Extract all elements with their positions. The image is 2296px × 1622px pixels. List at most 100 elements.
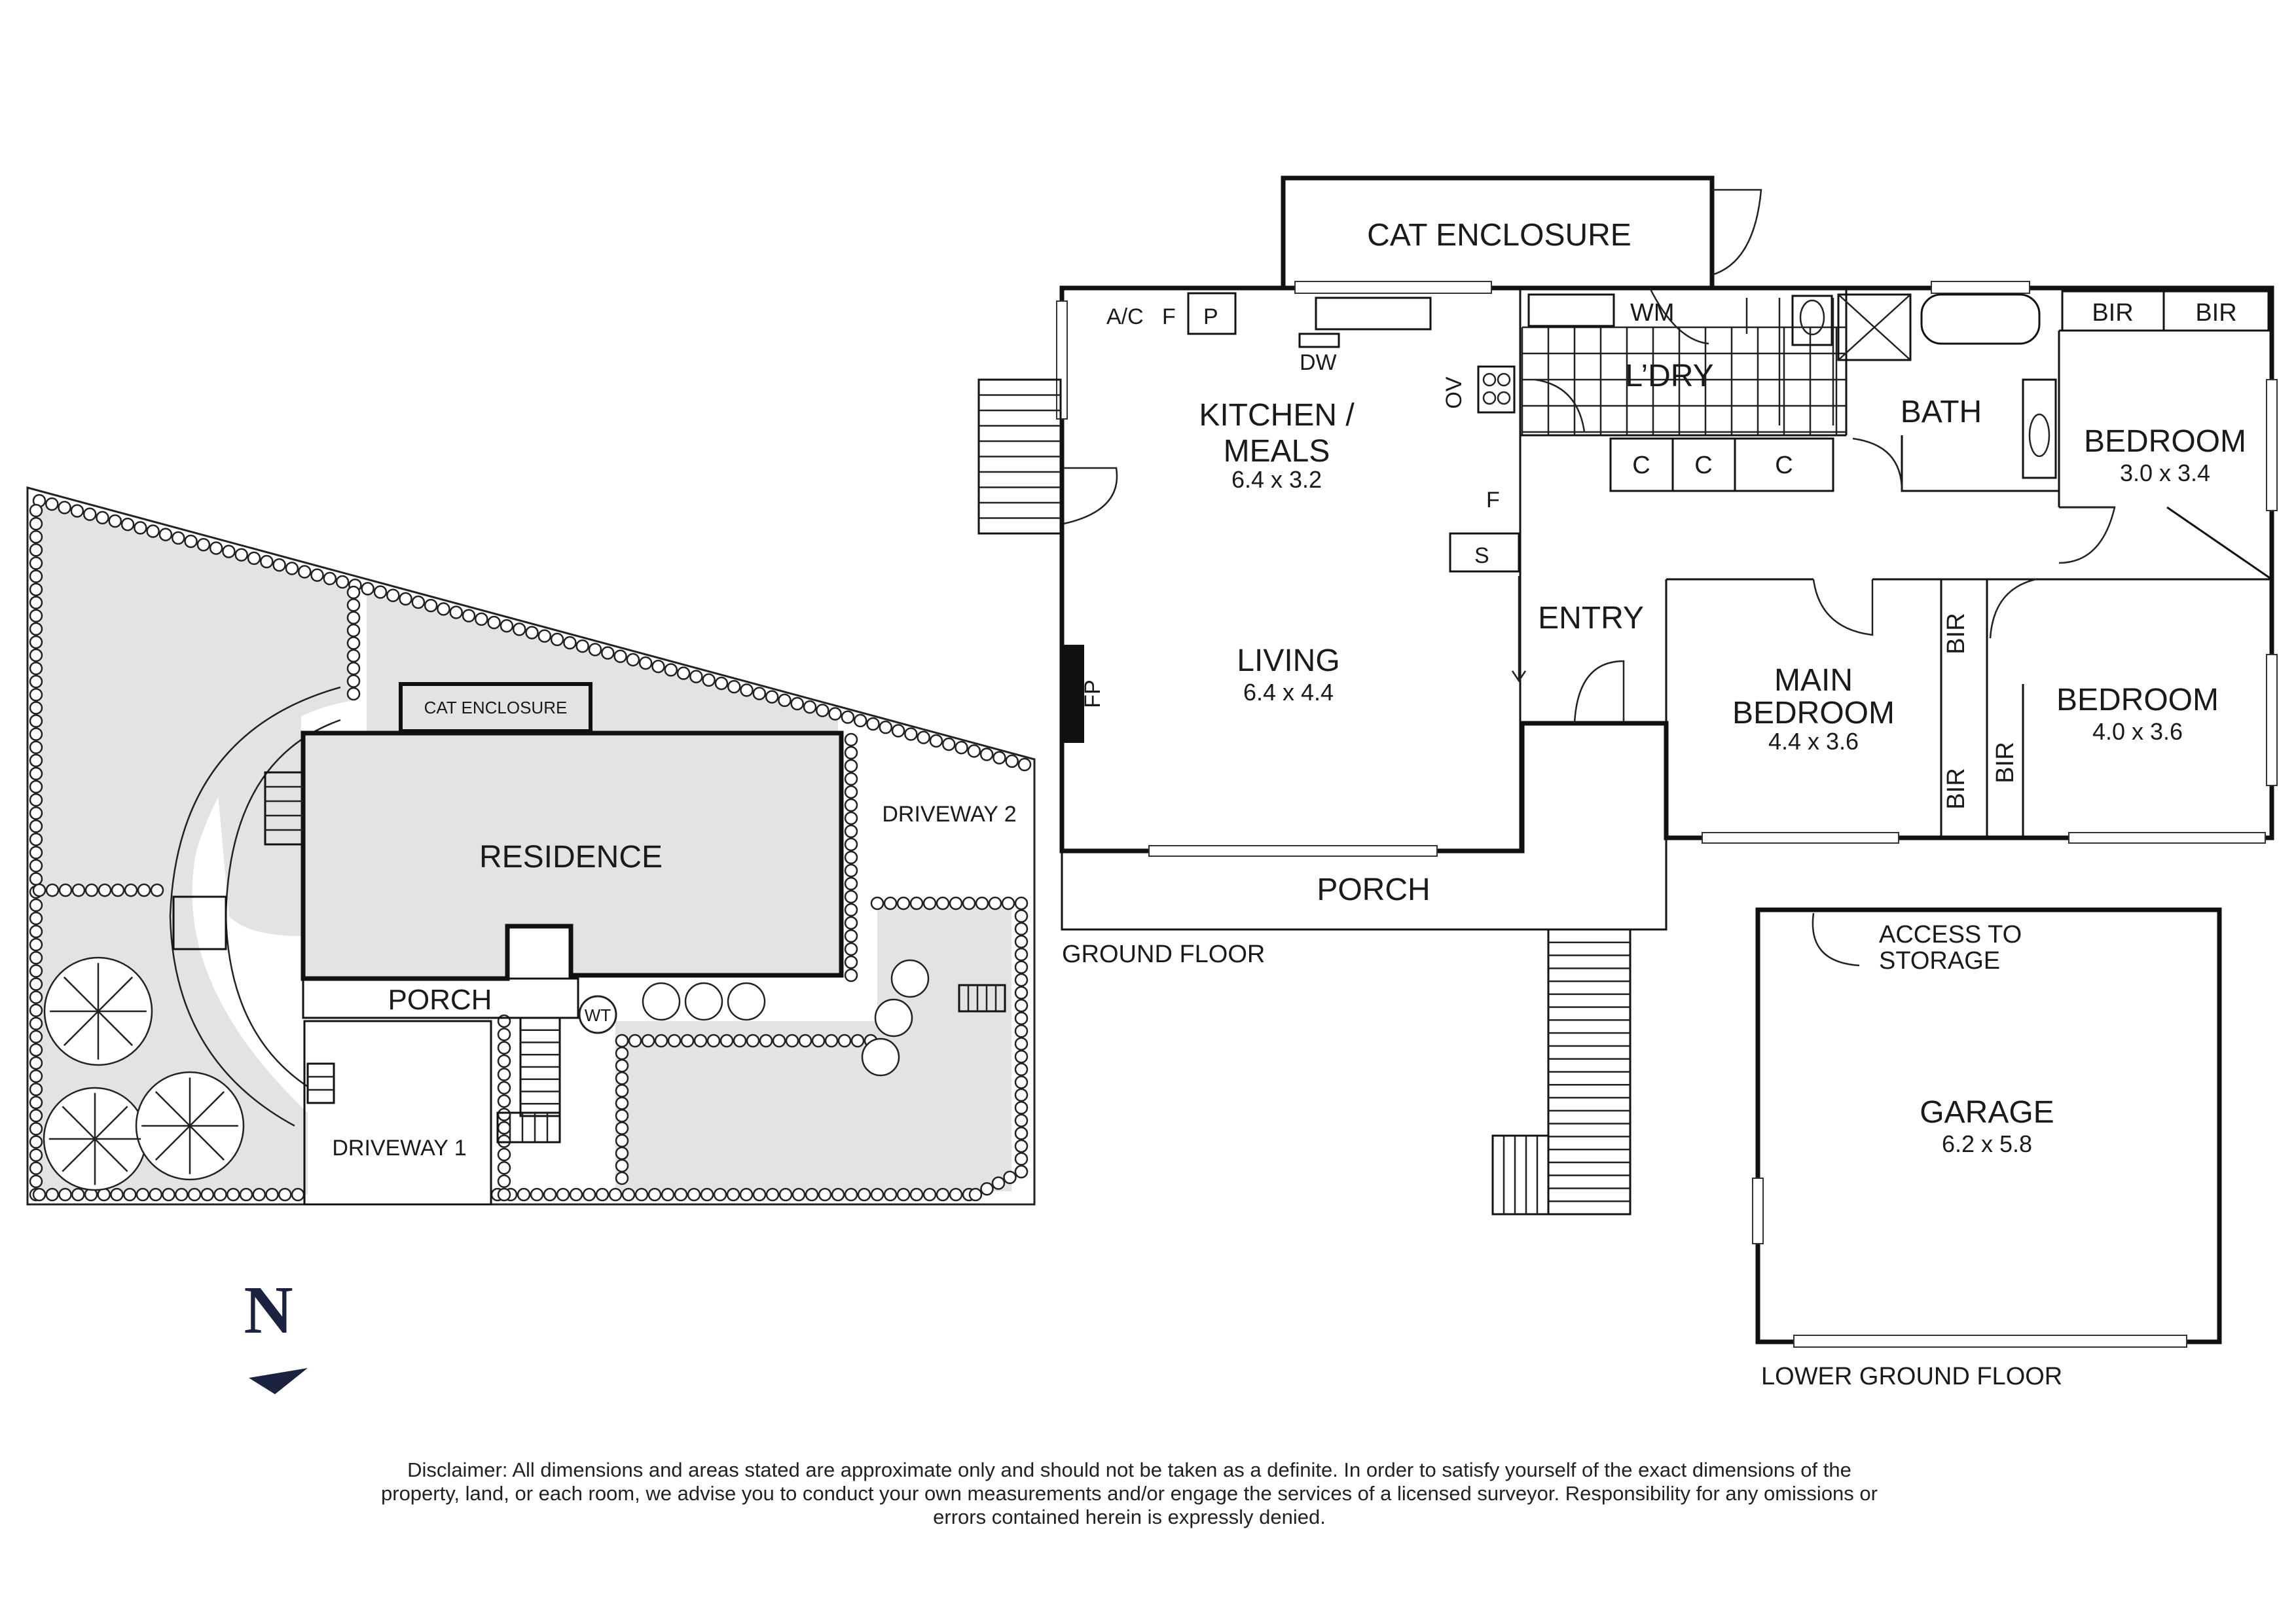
hedge-dot [613,649,627,663]
hedge-dot [831,1187,845,1202]
hedge-dot [765,1187,780,1202]
hedge-dot [714,676,729,691]
pantry-label: P [1203,304,1218,329]
cat-door [1711,189,1762,276]
hedge-dot [487,615,501,630]
hedge-dot [346,674,361,688]
hedge-dot [497,1134,511,1148]
hedge-dot [917,730,930,744]
tree-branch [189,1090,225,1126]
hedge-dot [1014,973,1029,987]
hedge-dot [615,1072,629,1085]
hedge-dot [844,916,858,930]
hedge-dot [615,1084,629,1098]
disclaimer-text: Disclaimer: All dimensions and areas sta… [381,1458,1878,1528]
hedge-dot [58,1187,72,1202]
hedge-dot [497,1174,511,1188]
hedge-dot [29,846,43,859]
hedge-dot [346,611,361,624]
storage-box [1449,532,1520,573]
hedge-dot [746,1034,760,1048]
storage-door [1812,912,1860,967]
hedge-dot [137,883,151,897]
hedge-dot [45,883,60,897]
hedge-dot [29,977,43,991]
lawn-path-curve [216,694,301,936]
hedge-dot [1017,757,1032,772]
hedge-dot [386,588,400,602]
hedge-dot [29,530,43,544]
hedge-dot [1014,922,1029,936]
hedge-dot [497,1147,511,1162]
tree-branch [62,1138,96,1172]
hedge-dot [936,896,950,910]
stair-frame [306,1062,335,1104]
driveway-1-label: DRIVEWAY 1 [332,1136,466,1161]
fireplace-hearth [1063,645,1084,743]
tree-branch [189,1125,225,1161]
hedge-dot [120,517,135,532]
hedge-dot [29,1174,43,1189]
window-kitchen [1294,281,1492,294]
tree-branch [62,1106,96,1140]
fridge-label: F [1162,304,1176,329]
hedge-dot [346,585,361,600]
hedge-dot [411,595,426,609]
shrub-6 [861,1037,900,1077]
shrub-3 [727,982,766,1021]
cupboard-label-2: C [1694,452,1712,479]
water-tank [578,995,617,1034]
hedge-dot [664,663,678,677]
hedge-dot [844,759,858,773]
hedge-borders [29,494,1032,1202]
hedge-dot [1014,896,1029,910]
hedge-dot [187,1187,202,1202]
hedge-dot [71,1187,85,1202]
hedge-dot [896,1187,911,1202]
toilet-box [1791,295,1833,346]
hedge-dot [29,964,43,978]
hedge-dot [29,1096,43,1109]
garage-dims: 6.2 x 5.8 [1942,1130,2032,1157]
hedge-dot [955,740,968,755]
hedge-dot [726,1187,740,1202]
hedge-dot [175,1187,189,1202]
hedge-dot [222,545,236,558]
hedge-dot [582,1187,596,1202]
hedge-dot [615,1134,629,1147]
hedge-dot [530,1187,544,1202]
living-dims: 6.4 x 4.4 [1243,679,1334,706]
hedge-dot [399,592,412,606]
ac-label: A/C [1106,304,1144,329]
hedge-dot [866,717,880,731]
burner-2 [1497,372,1511,387]
hedge-dot [134,521,147,535]
hedge-dot [941,737,956,751]
hedge-dot [949,896,963,910]
hedge-dot [1014,909,1029,923]
hedge-dot [346,636,361,650]
hedge-dot [949,1187,963,1202]
hedge-dot [1014,935,1029,948]
hedge-dot [108,514,122,528]
hedge-dot [844,863,858,878]
hedge-dot [310,568,324,582]
hedge-dot [727,679,741,694]
hedge-dot [1014,998,1029,1013]
hedge-dot [550,632,564,647]
hedge-dot [759,1034,773,1048]
bir-boxes [2061,290,2270,332]
hedge-dot [816,704,829,717]
hedge-dot [497,1068,511,1081]
hedge-dot [844,772,858,786]
hedge-dot [512,622,526,636]
hedge-dot [988,896,1002,910]
hedge-dot [29,740,43,754]
hedge-dot [29,1161,43,1176]
hedge-dot [449,605,463,619]
hedge-dot [32,883,46,897]
hedge-dot [1014,1113,1029,1128]
hedge-dot [29,1109,43,1123]
laundry-label: L’DRY [1625,359,1713,393]
hedge-dot [896,896,911,910]
